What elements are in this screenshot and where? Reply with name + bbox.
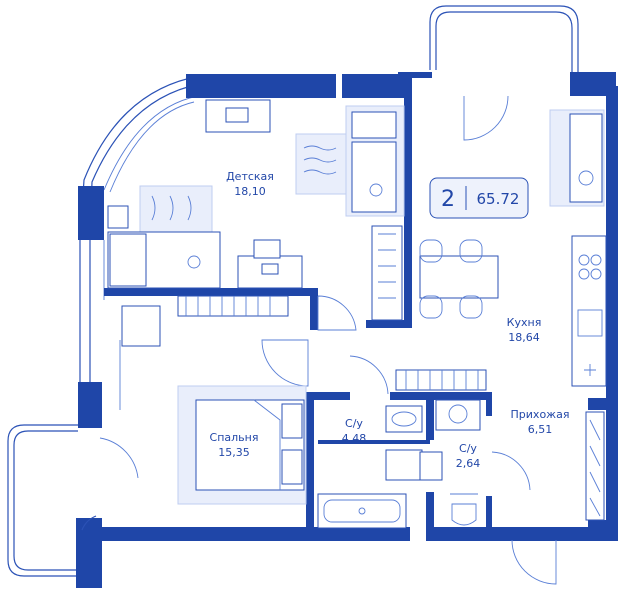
apartment-badge: 2 65.72 bbox=[429, 177, 529, 219]
bedroom-label: Спальня bbox=[210, 431, 259, 444]
bedroom-furniture bbox=[121, 305, 307, 505]
kitchen-label: Кухня bbox=[507, 316, 542, 329]
kids-room-label: Детская bbox=[226, 170, 274, 183]
bath1-fixtures bbox=[317, 405, 423, 529]
balcony-bottom-left bbox=[7, 424, 80, 577]
interior-walls bbox=[104, 96, 606, 532]
hall-label: Прихожая bbox=[511, 408, 570, 421]
bath1-area: 4,48 bbox=[342, 432, 367, 445]
total-area: 65.72 bbox=[477, 190, 520, 208]
kids-room-furniture bbox=[107, 99, 405, 289]
bath1-label: С/у bbox=[345, 417, 363, 430]
curved-wall bbox=[78, 74, 336, 428]
kitchen-area: 18,64 bbox=[508, 331, 540, 344]
kids-room-area: 18,10 bbox=[234, 185, 266, 198]
exterior-walls bbox=[76, 72, 618, 588]
room-count: 2 bbox=[441, 187, 455, 212]
balcony-top bbox=[429, 5, 579, 72]
bath2-area: 2,64 bbox=[456, 457, 481, 470]
hall-area: 6,51 bbox=[528, 423, 553, 436]
bath2-label: С/у bbox=[459, 442, 477, 455]
bedroom-area: 15,35 bbox=[218, 446, 250, 459]
shelves bbox=[177, 225, 605, 521]
doors bbox=[99, 95, 557, 585]
kitchen-furniture bbox=[419, 109, 607, 387]
bath2-fixtures bbox=[419, 399, 481, 526]
